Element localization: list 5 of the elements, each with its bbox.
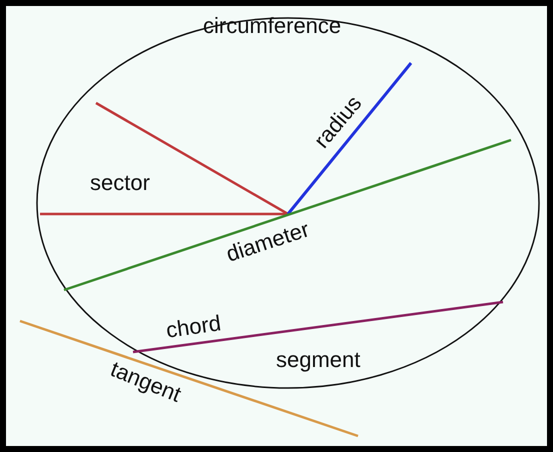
segment-label: segment	[276, 349, 360, 371]
sector-label: sector	[90, 172, 150, 194]
chord-label: chord	[164, 312, 222, 342]
diameter-label: diameter	[224, 218, 312, 266]
circle-label: circumference	[203, 15, 342, 37]
